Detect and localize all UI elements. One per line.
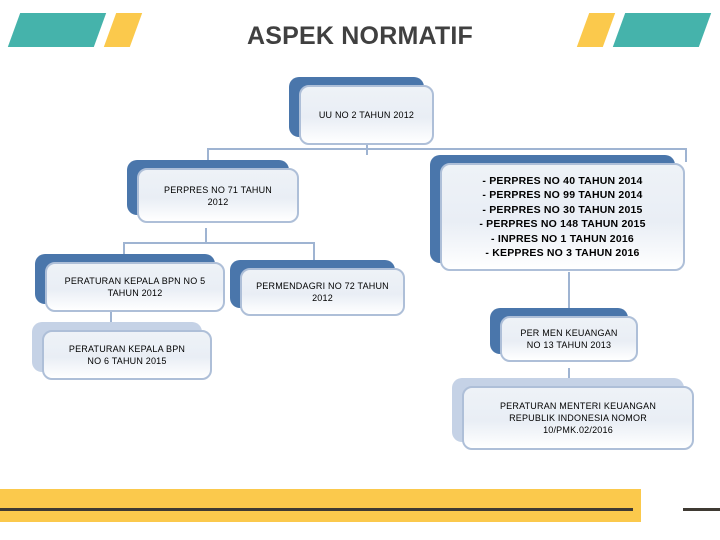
node-peraturan-menteri-keuangan-pmk[interactable]: PERATURAN MENTERI KEUANGAN REPUBLIK INDO…: [452, 378, 694, 450]
connector-permenkeu-down: [568, 368, 570, 386]
connector-drop-bpn5: [123, 242, 125, 256]
node-face: PERPRES NO 71 TAHUN 2012: [137, 168, 299, 223]
node-label: PERPRES NO 71 TAHUN 2012: [164, 184, 272, 207]
node-face: PERMENDAGRI NO 72 TAHUN 2012: [240, 268, 405, 316]
footer-decoration-rule-right: [683, 508, 720, 511]
node-face: PERATURAN KEPALA BPN NO 6 TAHUN 2015: [42, 330, 212, 380]
node-label: PERATURAN MENTERI KEUANGAN REPUBLIK INDO…: [499, 401, 657, 435]
connector-bus-top: [207, 148, 687, 150]
node-face: - PERPRES NO 40 TAHUN 2014 - PERPRES NO …: [440, 163, 685, 271]
connector-drop-perpres-list: [685, 148, 687, 162]
connector-list-down: [568, 272, 570, 316]
connector-bpn5-down: [110, 312, 112, 330]
node-face: PERATURAN MENTERI KEUANGAN REPUBLIK INDO…: [462, 386, 694, 450]
node-label: PERATURAN KEPALA BPN NO 6 TAHUN 2015: [68, 344, 186, 366]
node-peraturan-kepala-bpn-no-6[interactable]: PERATURAN KEPALA BPN NO 6 TAHUN 2015: [32, 322, 212, 380]
node-perpres-inpres-keppres-list[interactable]: - PERPRES NO 40 TAHUN 2014 - PERPRES NO …: [430, 155, 685, 271]
connector-drop-permendagri72: [313, 242, 315, 262]
connector-bus-second: [123, 242, 315, 244]
node-label: UU NO 2 TAHUN 2012: [318, 110, 415, 120]
node-label: PERMENDAGRI NO 72 TAHUN 2012: [256, 281, 389, 303]
node-label: PER MEN KEUANGAN NO 13 TAHUN 2013: [520, 328, 618, 350]
node-permendagri-no-72-tahun-2012[interactable]: PERMENDAGRI NO 72 TAHUN 2012: [230, 260, 405, 316]
node-perpres-no-71-tahun-2012[interactable]: PERPRES NO 71 TAHUN 2012: [127, 160, 299, 223]
node-face: UU NO 2 TAHUN 2012: [299, 85, 434, 145]
node-label: PERATURAN KEPALA BPN NO 5 TAHUN 2012: [64, 276, 206, 298]
footer-decoration-bar: [0, 489, 641, 522]
footer-decoration-rule: [0, 508, 633, 511]
connector-drop-perpres71: [207, 148, 209, 162]
connector-uu-down: [366, 145, 368, 155]
node-face: PERATURAN KEPALA BPN NO 5 TAHUN 2012: [45, 262, 225, 312]
node-uu-no-2-tahun-2012[interactable]: UU NO 2 TAHUN 2012: [289, 77, 434, 145]
node-peraturan-kepala-bpn-no-5[interactable]: PERATURAN KEPALA BPN NO 5 TAHUN 2012: [35, 254, 225, 312]
page-title: ASPEK NORMATIF: [247, 22, 473, 50]
node-per-men-keuangan-no-13[interactable]: PER MEN KEUANGAN NO 13 TAHUN 2013: [490, 308, 638, 362]
connector-perpres71-down: [205, 228, 207, 242]
node-label: - PERPRES NO 40 TAHUN 2014 - PERPRES NO …: [479, 174, 646, 260]
node-face: PER MEN KEUANGAN NO 13 TAHUN 2013: [500, 316, 638, 362]
